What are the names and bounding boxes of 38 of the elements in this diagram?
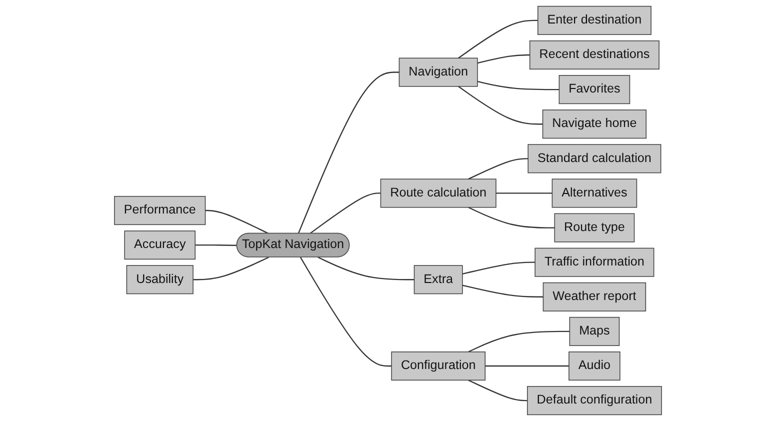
node-box: Maps (569, 316, 620, 346)
node-box: Navigation (398, 58, 478, 87)
node-box: Standard calculation (528, 144, 662, 174)
connector (318, 256, 414, 280)
connector (496, 192, 552, 194)
connector (193, 256, 270, 280)
node-box: Route type (554, 213, 635, 242)
node-box: Performance (114, 196, 206, 226)
node-box: Alternatives (552, 178, 638, 208)
connector (462, 284, 544, 298)
node-box: Accuracy (124, 230, 196, 260)
connector (458, 20, 538, 59)
node-box: Weather report (542, 282, 646, 312)
node-box: Default configuration (527, 386, 662, 416)
node-box: Enter destination (537, 6, 652, 35)
node-box: Favorites (558, 75, 630, 104)
node-box: Configuration (391, 351, 486, 381)
connector (485, 365, 569, 367)
connector (462, 262, 536, 275)
node-box: Usability (126, 265, 194, 294)
node-box: Extra (414, 265, 463, 294)
connector (309, 192, 381, 234)
connector (205, 210, 270, 234)
node-box: Recent destinations (529, 40, 660, 70)
connector (468, 330, 570, 352)
node-box: Audio (568, 351, 620, 381)
connector (468, 380, 528, 402)
node-box: Traffic information (534, 248, 654, 277)
connector (477, 54, 530, 64)
connector (468, 158, 528, 180)
node-box: Route calculation (380, 178, 496, 208)
connector (195, 244, 238, 246)
connector (468, 206, 555, 228)
connector (300, 256, 392, 367)
node-box: Navigate home (542, 110, 647, 139)
connector (458, 86, 543, 125)
connector (477, 80, 560, 90)
connector (298, 72, 400, 234)
